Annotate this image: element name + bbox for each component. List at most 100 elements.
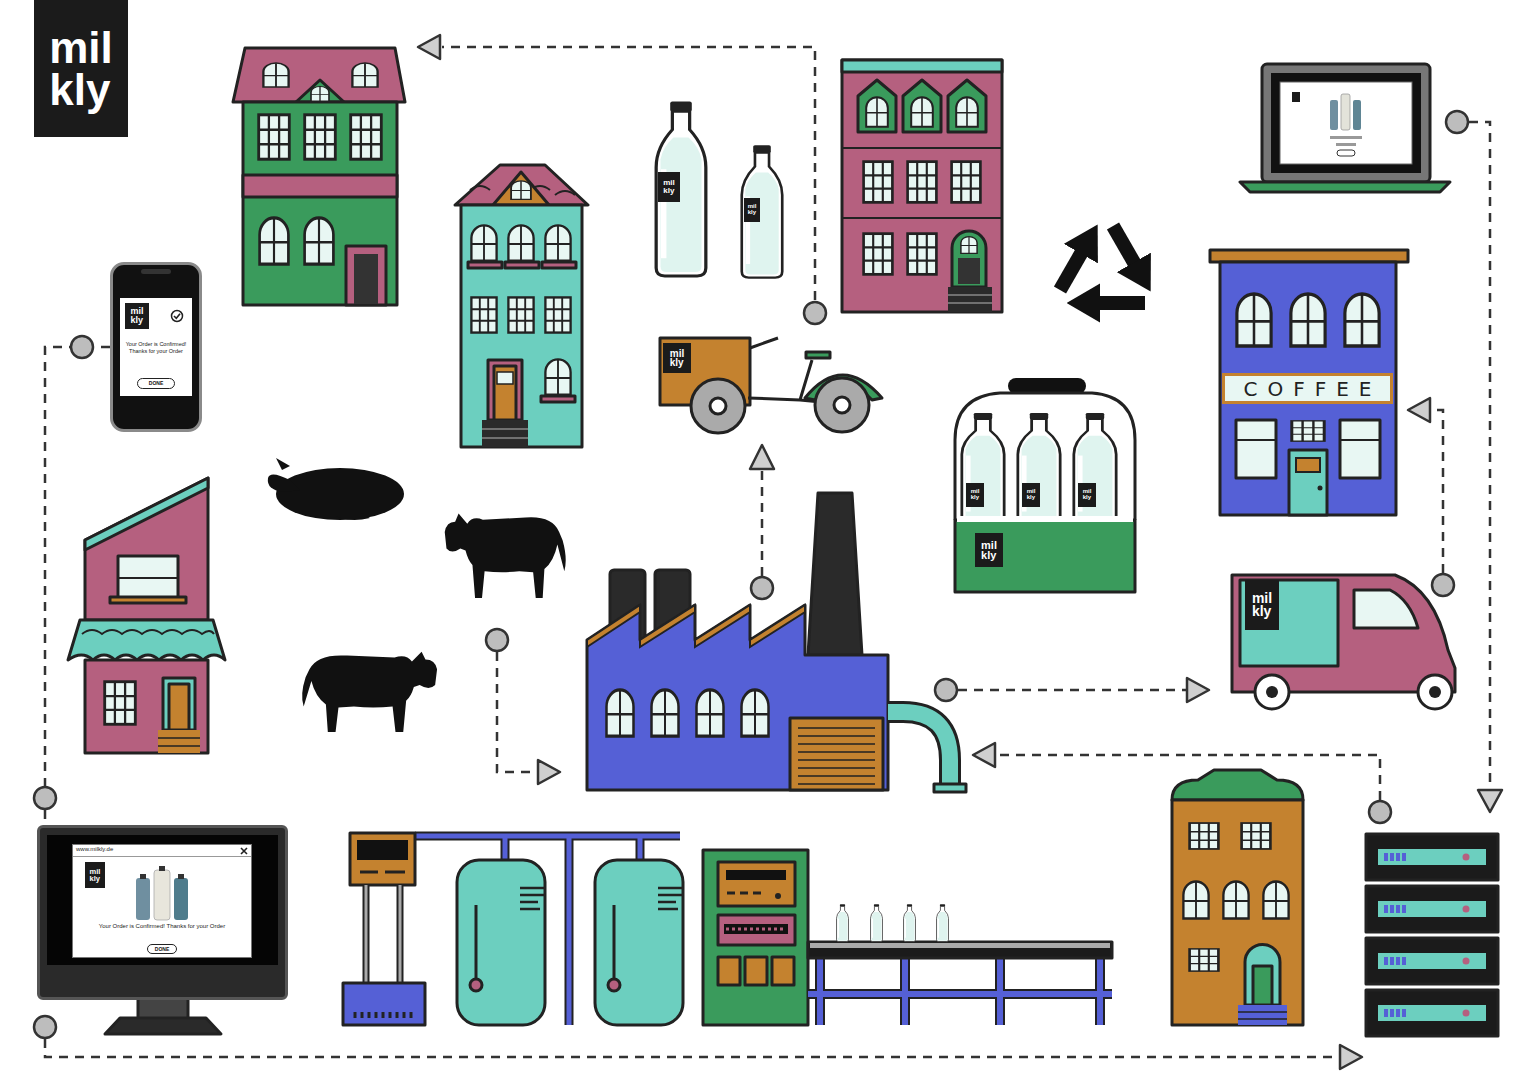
laptop [1240, 64, 1450, 192]
green-house [296, 80, 344, 102]
production-line [871, 904, 883, 941]
bottle-cap [178, 874, 184, 879]
pink-house [158, 738, 200, 746]
flow-lines [486, 629, 508, 651]
teal-house [471, 297, 496, 332]
laptop [1337, 150, 1355, 156]
flow-lines [761, 470, 764, 576]
bottle-blue [136, 878, 150, 920]
laptop [1330, 136, 1362, 139]
green-house [305, 218, 334, 264]
production-line [904, 904, 916, 941]
production-line [808, 958, 1112, 1025]
server-rack [1366, 834, 1498, 1036]
logo-text: mil kly [130, 307, 143, 324]
flow-lines [442, 47, 815, 300]
sign-text: COFFEE [1225, 376, 1390, 401]
production-line [457, 860, 545, 1025]
laptop [1240, 182, 1450, 192]
coffee-shop [1291, 294, 1325, 346]
pink-house [118, 577, 178, 579]
production-line [808, 942, 1112, 958]
factory [587, 605, 888, 790]
server-rack [1378, 1005, 1486, 1021]
logo-text: mil kly [670, 349, 684, 368]
production-line [366, 885, 400, 983]
done-button: DONE [147, 944, 177, 954]
cows [330, 512, 370, 520]
flow-lines [1469, 122, 1490, 789]
teal-house [471, 225, 496, 260]
laptop [1262, 64, 1430, 182]
cargo-bike [691, 379, 745, 433]
logo-text: mil kly [90, 868, 101, 882]
done-button: DONE [137, 378, 175, 389]
pink-building [958, 258, 980, 284]
production-line [703, 850, 808, 1025]
logo-tile: mil kly [125, 303, 149, 329]
logo-tile: mil kly [1245, 580, 1279, 630]
coffee-shop [1236, 420, 1276, 478]
recycle-symbol [1113, 226, 1136, 266]
bottle-crate [1018, 413, 1060, 523]
cows [445, 513, 566, 597]
pink-building [948, 295, 992, 303]
logo-tile: mil kly [663, 343, 691, 373]
address-rule [73, 856, 251, 857]
monitor-stand [105, 1018, 221, 1034]
logo-box: mil kly [34, 0, 128, 137]
production-line [726, 928, 786, 931]
check-icon [170, 309, 184, 323]
brown-house [1172, 800, 1303, 1025]
brown-house [1238, 1012, 1287, 1019]
production-line [937, 904, 949, 941]
production-line [470, 979, 482, 991]
green-house [352, 63, 377, 87]
coffee-shop [1345, 294, 1379, 346]
logo-tile: mil kly [1022, 483, 1040, 507]
pink-house [68, 478, 225, 753]
teal-house [497, 372, 513, 384]
teal-house [461, 205, 582, 447]
logo-text: mil kly [49, 27, 113, 111]
delivery-truck [1232, 575, 1455, 692]
production-line [718, 862, 795, 906]
production-line [350, 833, 415, 885]
server-rack [1463, 854, 1470, 861]
pink-building [864, 162, 893, 203]
coffee-shop [1210, 250, 1408, 515]
teal-house [545, 297, 570, 332]
bottle-crate [962, 413, 1004, 523]
teal-house [482, 420, 528, 447]
logo-text: mil kly [663, 179, 675, 194]
logo-tile: mil kly [1078, 483, 1096, 507]
production-line [808, 958, 1112, 1025]
green-house [260, 218, 289, 264]
cows [268, 458, 566, 732]
factory [798, 728, 875, 784]
pink-building [858, 80, 896, 132]
teal-house [455, 165, 588, 205]
brown-house [1245, 945, 1280, 1006]
production-line [726, 870, 786, 880]
pink-building [952, 162, 981, 203]
server-rack [1463, 958, 1470, 965]
flow-lines [751, 577, 773, 599]
production-line [366, 885, 400, 983]
cows [302, 652, 437, 732]
flow-lines [418, 35, 440, 59]
flow-dot [71, 336, 93, 358]
production-line [775, 893, 781, 899]
server-rack [1463, 906, 1470, 913]
brown-house [1172, 770, 1303, 1025]
delivery-truck [1255, 675, 1289, 709]
factory [587, 605, 805, 647]
phone: mil klyYour Order is Confirmed! Thanks f… [110, 262, 202, 432]
green-house [263, 63, 288, 87]
coffee-shop [1236, 439, 1276, 441]
logo-text: mil kly [1252, 592, 1272, 619]
flow-connector [45, 347, 110, 825]
coffee-shop [1220, 262, 1396, 515]
pink-building [948, 80, 986, 132]
logo-tile: mil kly [975, 533, 1003, 567]
